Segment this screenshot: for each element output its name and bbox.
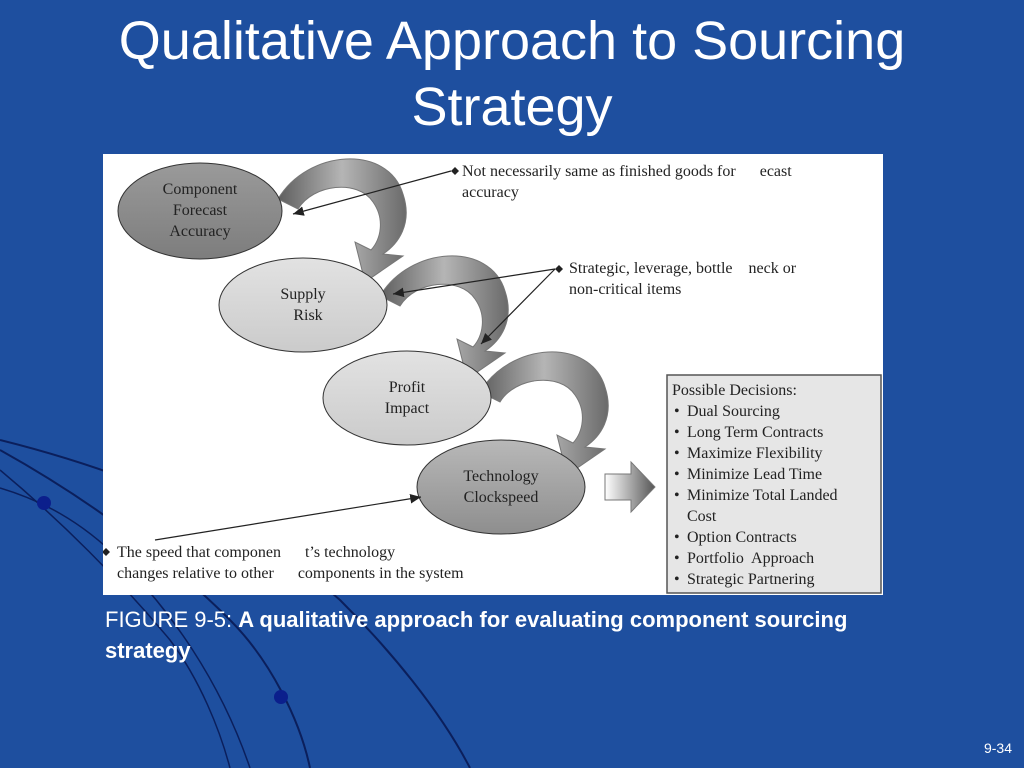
ellipse-component-forecast-accuracy xyxy=(117,162,283,260)
note-speed-line-2: changes relative to other components in … xyxy=(117,565,464,582)
ellipse-supply-risk xyxy=(218,257,388,353)
svg-text:•: • xyxy=(674,550,680,567)
curved-arrow-3 xyxy=(479,351,609,476)
svg-text:•: • xyxy=(674,424,680,441)
svg-text:•: • xyxy=(674,445,680,462)
decision-item: Minimize Total Landed xyxy=(687,487,838,504)
ellipse-3-line-2: Impact xyxy=(385,400,430,417)
svg-text:•: • xyxy=(674,529,680,546)
background-dot xyxy=(37,496,51,510)
ellipse-2-line-2: Risk xyxy=(293,307,322,324)
pointer-forecast xyxy=(292,170,452,216)
decision-item: Portfolio Approach xyxy=(687,550,814,567)
pointer-speed xyxy=(154,493,422,541)
svg-text:•: • xyxy=(674,466,680,483)
ellipse-4-line-2: Clockspeed xyxy=(464,489,539,506)
slide-title-line-2: Strategy xyxy=(411,77,613,137)
svg-text:•: • xyxy=(674,403,680,420)
note-forecast-line-1: Not necessarily same as finished goods f… xyxy=(462,163,792,180)
figure-caption: FIGURE 9-5: A qualitative approach for e… xyxy=(105,604,885,666)
svg-text:•: • xyxy=(674,487,680,504)
ellipse-2-line-1: Supply xyxy=(280,286,325,303)
decision-item: Maximize Flexibility xyxy=(687,445,823,462)
pointer-strategic-profit xyxy=(480,268,556,345)
ellipse-profit-impact xyxy=(322,350,492,446)
ellipse-1-line-3: Accuracy xyxy=(169,223,230,240)
ellipse-4-line-1: Technology xyxy=(463,468,538,485)
decision-item: Minimize Lead Time xyxy=(687,466,822,483)
decisions-heading: Possible Decisions: xyxy=(672,382,797,399)
decision-item: Option Contracts xyxy=(687,529,797,546)
page-number: 9-34 xyxy=(983,740,1012,756)
decision-item: Long Term Contracts xyxy=(687,424,823,441)
bullet-diamond xyxy=(103,548,110,556)
note-strategic-line-2: non-critical items xyxy=(569,281,681,298)
decision-item: Cost xyxy=(687,508,717,525)
caption-text: A qualitative approach for evaluating co… xyxy=(105,607,848,663)
bullet-diamond xyxy=(451,167,459,175)
sourcing-figure: Component Forecast Accuracy Supply Risk … xyxy=(103,154,883,595)
note-speed-line-1: The speed that componen t’s technology xyxy=(117,544,395,561)
ellipse-1-line-1: Component xyxy=(163,181,238,198)
ellipse-3-line-1: Profit xyxy=(389,379,426,396)
decisions-box xyxy=(666,374,882,594)
curved-arrow-1 xyxy=(277,158,407,283)
note-strategic-line-1: Strategic, leverage, bottle neck or xyxy=(569,260,797,277)
block-arrow-right xyxy=(604,460,656,514)
note-forecast-line-2: accuracy xyxy=(462,184,519,201)
pointer-strategic-supply xyxy=(392,268,556,298)
slide-title: Qualitative Approach to Sourcing Strateg… xyxy=(0,8,1024,140)
background-dot xyxy=(274,690,288,704)
decision-item: Dual Sourcing xyxy=(687,403,780,420)
ellipse-1-line-2: Forecast xyxy=(173,202,228,219)
svg-text:•: • xyxy=(674,571,680,588)
figure-diagram: Component Forecast Accuracy Supply Risk … xyxy=(103,158,882,594)
bullet-diamond xyxy=(555,265,563,273)
decision-item: Strategic Partnering xyxy=(687,571,815,588)
ellipse-technology-clockspeed xyxy=(416,439,586,535)
slide-title-line-1: Qualitative Approach to Sourcing xyxy=(118,11,906,71)
caption-label: FIGURE 9-5: xyxy=(105,607,239,632)
